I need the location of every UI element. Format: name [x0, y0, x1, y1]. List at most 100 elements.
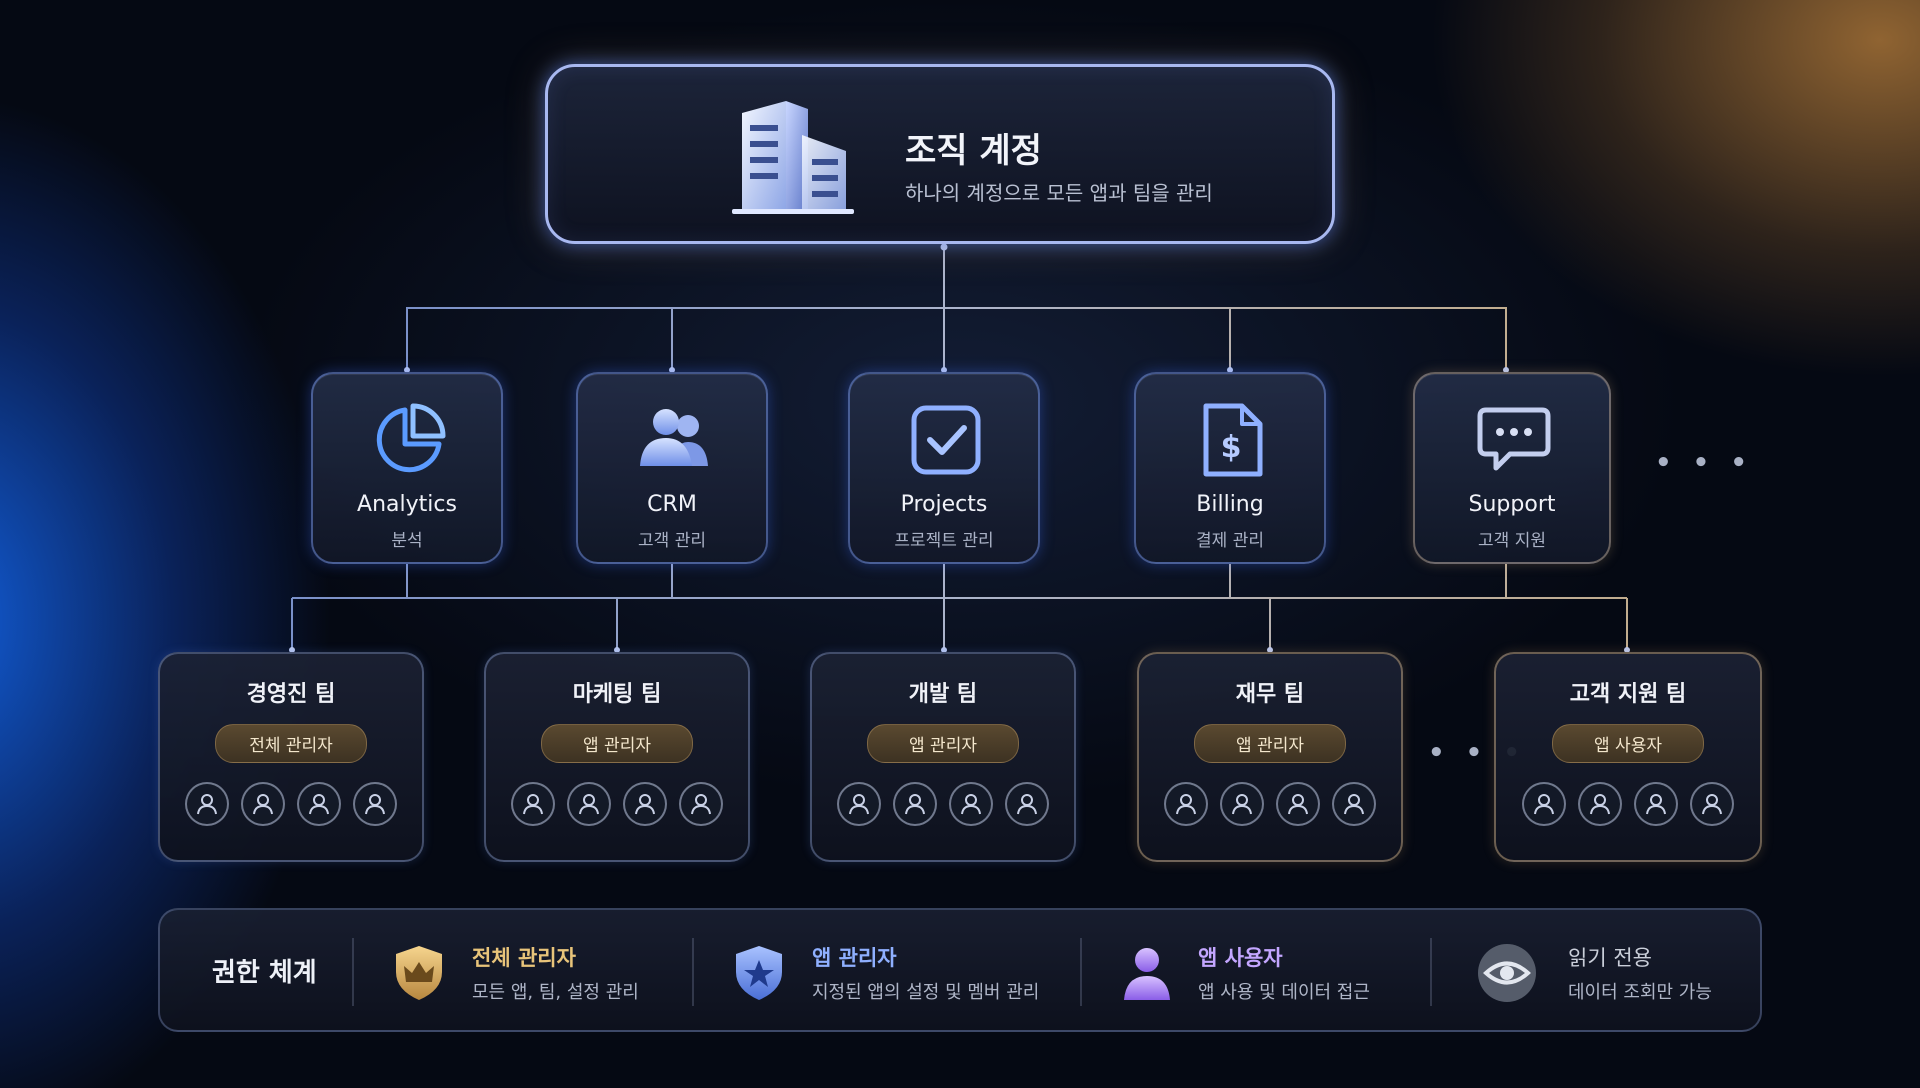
user-icon	[1288, 794, 1308, 815]
legend-item-name: 앱 사용자	[1198, 946, 1283, 970]
member-avatar[interactable]	[511, 782, 555, 826]
legend-item-name: 앱 관리자	[812, 946, 897, 970]
user-icon	[1344, 794, 1364, 815]
user-icon	[1232, 794, 1252, 815]
team-name: 경영진 팀	[246, 682, 336, 707]
crown-shield-icon	[396, 946, 442, 1000]
team-members	[1139, 782, 1401, 826]
app-subtitle: 고객 지원	[1478, 531, 1546, 551]
app-card-analytics[interactable]: Analytics 분석	[311, 372, 503, 564]
user-icon	[1590, 794, 1610, 815]
org-to-apps-line	[406, 244, 1507, 372]
organization-title: 조직 계정	[905, 131, 1042, 171]
member-avatar[interactable]	[893, 782, 937, 826]
app-card-projects[interactable]: Projects 프로젝트 관리	[848, 372, 1040, 564]
member-avatar[interactable]	[1164, 782, 1208, 826]
user-icon	[961, 794, 981, 815]
legend-item-app-user[interactable]: 앱 사용자 앱 사용 및 데이터 접근	[1116, 910, 1406, 1034]
apps-to-teams-line	[291, 564, 1628, 652]
more-apps-ellipsis[interactable]: • • •	[1655, 448, 1753, 478]
checkbox-icon	[911, 405, 981, 475]
legend-item-description: 앱 사용 및 데이터 접근	[1198, 982, 1370, 1003]
team-card-executive[interactable]: 경영진 팀 전체 관리자	[158, 652, 424, 862]
chat-bubble-icon	[1477, 407, 1551, 471]
pie-chart-icon	[376, 403, 446, 473]
user-icon	[1534, 794, 1554, 815]
user-icon	[849, 794, 869, 815]
team-members	[812, 782, 1074, 826]
team-members	[160, 782, 422, 826]
app-name: CRM	[647, 492, 697, 517]
member-avatar[interactable]	[949, 782, 993, 826]
member-avatar[interactable]	[297, 782, 341, 826]
team-name: 재무 팀	[1235, 682, 1305, 707]
building-icon	[732, 101, 854, 214]
member-avatar[interactable]	[1690, 782, 1734, 826]
member-avatar[interactable]	[241, 782, 285, 826]
invoice-dollar-icon: $	[1203, 403, 1263, 477]
person-icon	[1124, 948, 1170, 1000]
team-card-finance[interactable]: 재무 팀 앱 관리자	[1137, 652, 1403, 862]
user-icon	[905, 794, 925, 815]
member-avatar[interactable]	[1522, 782, 1566, 826]
team-role-badge: 앱 관리자	[541, 724, 693, 763]
legend-item-description: 지정된 앱의 설정 및 멤버 관리	[812, 982, 1040, 1003]
app-card-crm[interactable]: CRM 고객 관리	[576, 372, 768, 564]
app-subtitle: 분석	[391, 531, 423, 551]
organization-card[interactable]: 조직 계정 하나의 계정으로 모든 앱과 팀을 관리	[545, 64, 1335, 244]
app-name: Support	[1468, 492, 1556, 517]
team-name: 개발 팀	[908, 682, 978, 707]
user-icon	[197, 794, 217, 815]
legend-item-read-only[interactable]: 읽기 전용 데이터 조회만 가능	[1476, 910, 1746, 1034]
member-avatar[interactable]	[353, 782, 397, 826]
app-name: Billing	[1196, 492, 1264, 517]
user-icon	[1176, 794, 1196, 815]
user-icon	[309, 794, 329, 815]
member-avatar[interactable]	[1578, 782, 1622, 826]
user-icon	[691, 794, 711, 815]
member-avatar[interactable]	[679, 782, 723, 826]
team-role-badge: 전체 관리자	[215, 724, 367, 763]
team-card-support[interactable]: 고객 지원 팀 앱 사용자	[1494, 652, 1762, 862]
member-avatar[interactable]	[1005, 782, 1049, 826]
team-members	[1496, 782, 1760, 826]
legend-divider	[1080, 938, 1082, 1006]
member-avatar[interactable]	[1634, 782, 1678, 826]
svg-text:$: $	[1221, 430, 1242, 465]
app-name: Analytics	[357, 492, 457, 517]
user-icon	[1646, 794, 1666, 815]
user-icon	[523, 794, 543, 815]
member-avatar[interactable]	[1220, 782, 1264, 826]
users-icon	[640, 409, 708, 466]
app-name: Projects	[900, 492, 988, 517]
permission-legend: 권한 체계 전체 관리자 모든 앱, 팀, 설정 관리 앱 관리자 지정된 앱의…	[158, 908, 1762, 1032]
legend-item-description: 데이터 조회만 가능	[1568, 982, 1712, 1003]
team-name: 마케팅 팀	[572, 682, 662, 707]
team-card-development[interactable]: 개발 팀 앱 관리자	[810, 652, 1076, 862]
legend-title: 권한 체계	[212, 958, 317, 988]
team-members	[486, 782, 748, 826]
team-card-marketing[interactable]: 마케팅 팀 앱 관리자	[484, 652, 750, 862]
member-avatar[interactable]	[185, 782, 229, 826]
team-name: 고객 지원 팀	[1569, 682, 1687, 707]
user-icon	[1017, 794, 1037, 815]
legend-item-name: 읽기 전용	[1568, 946, 1652, 970]
star-shield-icon	[736, 946, 782, 1000]
team-role-badge: 앱 관리자	[1194, 724, 1346, 763]
team-role-badge: 앱 관리자	[867, 724, 1019, 763]
legend-divider	[1430, 938, 1432, 1006]
organization-subtitle: 하나의 계정으로 모든 앱과 팀을 관리	[905, 181, 1213, 205]
app-subtitle: 프로젝트 관리	[894, 531, 994, 551]
legend-item-full-admin[interactable]: 전체 관리자 모든 앱, 팀, 설정 관리	[388, 910, 688, 1034]
member-avatar[interactable]	[567, 782, 611, 826]
app-card-billing[interactable]: $ Billing 결제 관리	[1134, 372, 1326, 564]
member-avatar[interactable]	[837, 782, 881, 826]
eye-icon	[1478, 944, 1536, 1002]
member-avatar[interactable]	[1332, 782, 1376, 826]
member-avatar[interactable]	[623, 782, 667, 826]
app-card-support[interactable]: Support 고객 지원	[1413, 372, 1611, 564]
legend-item-app-admin[interactable]: 앱 관리자 지정된 앱의 설정 및 멤버 관리	[728, 910, 1068, 1034]
member-avatar[interactable]	[1276, 782, 1320, 826]
app-subtitle: 고객 관리	[638, 531, 706, 551]
user-icon	[1702, 794, 1722, 815]
